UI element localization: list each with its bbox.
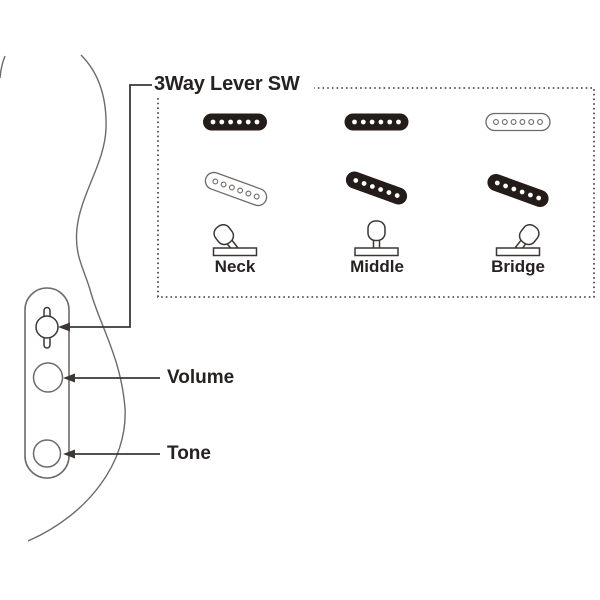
volume-knob (32, 362, 64, 393)
lever-switch-icon (212, 223, 258, 257)
switch-tip-icon (35, 306, 59, 349)
position-label-middle: Middle (350, 257, 404, 276)
angled-single-coil-pickup-icon (487, 173, 549, 208)
volume-label: Volume (167, 367, 235, 388)
switch-callout-arrow (58, 84, 153, 332)
lever-switch-icon (354, 220, 399, 257)
tone-knob (32, 439, 62, 468)
lever-switch-icon (495, 223, 541, 257)
control-plate (24, 287, 70, 479)
tone-callout-arrow (63, 449, 160, 459)
single-coil-pickup-icon (485, 112, 551, 132)
position-column-middle (344, 113, 409, 257)
angled-single-coil-pickup-icon (345, 171, 408, 205)
single-coil-pickup-icon (203, 113, 267, 131)
volume-callout-arrow (63, 373, 160, 383)
position-label-neck: Neck (214, 257, 256, 276)
switch-callout-title: 3Way Lever SW (152, 70, 314, 98)
tone-label: Tone (167, 443, 211, 464)
position-label-bridge: Bridge (491, 257, 545, 276)
position-column-neck (203, 113, 268, 257)
position-column-bridge (485, 112, 551, 257)
single-coil-pickup-icon (344, 113, 409, 131)
angled-single-coil-pickup-icon (204, 171, 268, 207)
switch-positions-panel-border (157, 87, 595, 298)
guitar-body-outline-fragment (0, 55, 6, 79)
